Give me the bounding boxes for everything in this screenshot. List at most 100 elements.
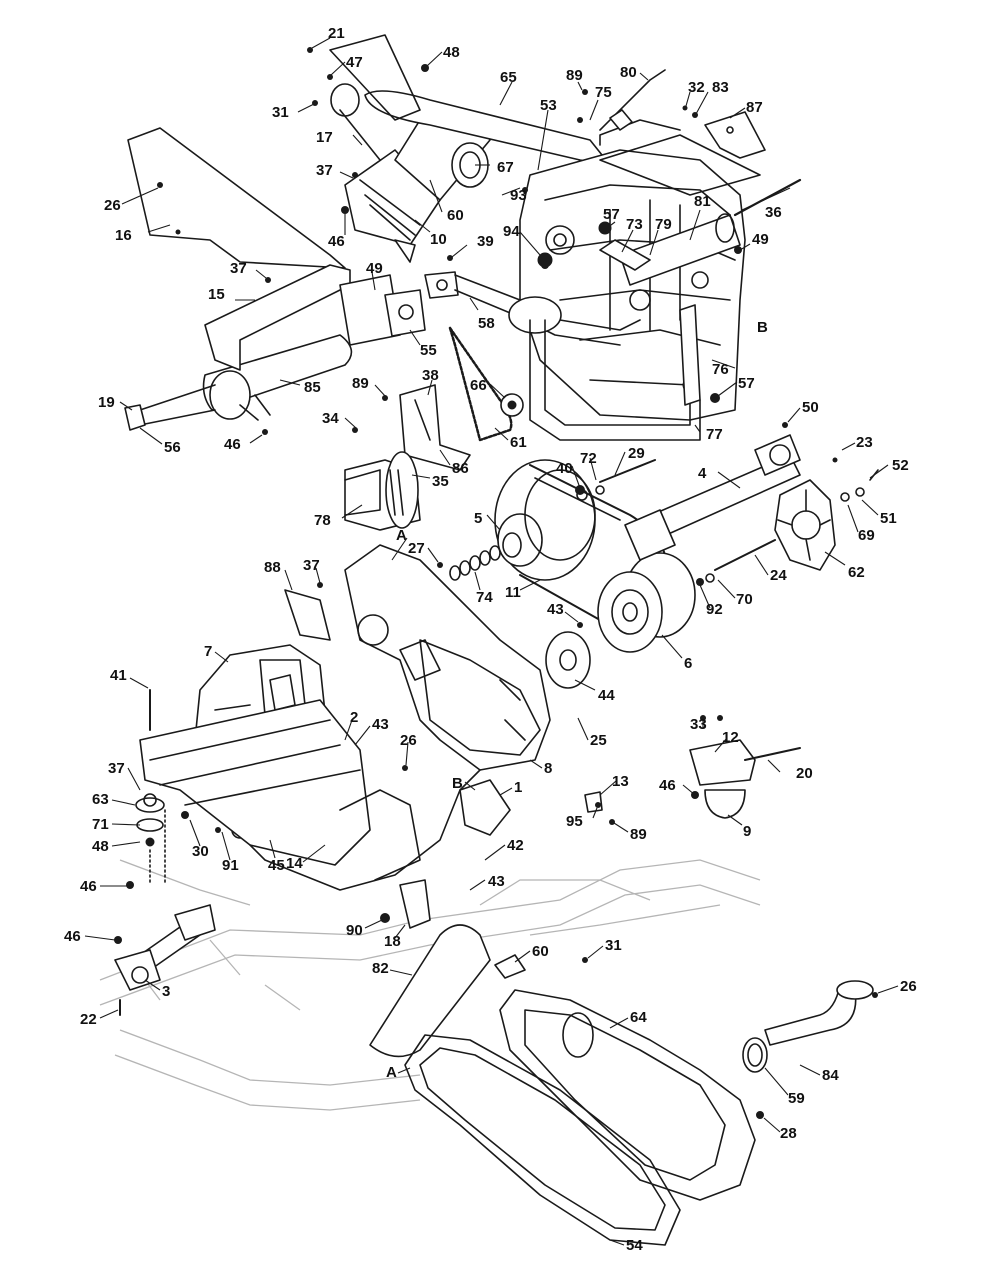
primary-clutch: [494, 459, 596, 581]
callout: 13: [612, 773, 629, 790]
callout: 51: [880, 510, 897, 527]
callout: 21: [328, 25, 345, 42]
heat-shield-panel: [127, 127, 346, 269]
small-bracket: [284, 589, 331, 641]
callout: 54: [626, 1237, 643, 1254]
callout: 1: [514, 779, 522, 796]
callout: 22: [80, 1011, 97, 1028]
callout: 10: [430, 231, 447, 248]
leader-lines: [84, 37, 899, 1246]
callout: 78: [314, 512, 331, 529]
callout: 75: [595, 84, 612, 101]
callout: 37: [230, 260, 247, 277]
callout: 35: [432, 473, 449, 490]
callout: 56: [164, 439, 181, 456]
callout: 19: [98, 394, 115, 411]
callout: 49: [366, 260, 383, 277]
callout: 73: [626, 216, 643, 233]
exhaust-flange: [339, 271, 459, 346]
callout: 72: [580, 450, 597, 467]
callout: 8: [544, 760, 552, 777]
callout: 86: [452, 460, 469, 477]
callout: 23: [856, 434, 873, 451]
callout: 12: [722, 729, 739, 746]
callout: 20: [796, 765, 813, 782]
callout: 83: [712, 79, 729, 96]
callout: 93: [510, 187, 527, 204]
callout: 38: [422, 367, 439, 384]
callout: 47: [346, 54, 363, 71]
outlet-duct: [764, 980, 874, 1046]
callout: 85: [304, 379, 321, 396]
callout: 52: [892, 457, 909, 474]
clutch-spacer-plate: [545, 631, 591, 689]
callout: 48: [92, 838, 109, 855]
callout: 59: [788, 1090, 805, 1107]
callout: 15: [208, 286, 225, 303]
callout: 11: [505, 584, 521, 601]
callout: 62: [848, 564, 865, 581]
callout: 17: [316, 129, 333, 146]
callout: 55: [420, 342, 437, 359]
hose-clamp: [742, 1037, 768, 1073]
callout: B: [757, 319, 768, 336]
callout: 69: [858, 527, 875, 544]
callout: 37: [108, 760, 125, 777]
callout: 53: [540, 97, 557, 114]
exhaust-pipe: [454, 274, 701, 441]
callout: 94: [503, 223, 520, 240]
cooling-fan: [774, 479, 836, 571]
callout: 9: [743, 823, 751, 840]
callout: 28: [780, 1125, 797, 1142]
callout: 49: [752, 231, 769, 248]
callout: 92: [706, 601, 723, 618]
callout: 77: [706, 426, 723, 443]
callout: 89: [630, 826, 647, 843]
callout: 57: [603, 206, 620, 223]
rear-propshaft: [114, 904, 216, 1016]
callout: 60: [532, 943, 549, 960]
muffler: [124, 264, 353, 431]
callout: 18: [384, 933, 401, 950]
callout: 37: [316, 162, 333, 179]
callout: 61: [510, 434, 527, 451]
bracket-18: [399, 879, 431, 929]
callout: 95: [566, 813, 583, 830]
callout: 43: [547, 601, 564, 618]
inner-clutch-cover: [344, 544, 551, 771]
callout: 25: [590, 732, 607, 749]
outer-clutch-cover: [499, 989, 756, 1201]
callout: 5: [474, 510, 482, 527]
callout: 58: [478, 315, 495, 332]
callout: 63: [92, 791, 109, 808]
callout: 27: [408, 540, 425, 557]
callout: A: [386, 1064, 397, 1081]
secondary-clutch: [597, 552, 696, 653]
callout: 26: [400, 732, 417, 749]
callout: 42: [507, 837, 524, 854]
callout: 26: [900, 978, 917, 995]
washer-stack: [449, 545, 501, 581]
callout: 4: [698, 465, 707, 482]
callout: 36: [765, 204, 782, 221]
callout: 14: [286, 855, 303, 872]
callout: 43: [372, 716, 389, 733]
callout: 90: [346, 922, 363, 939]
callout: 65: [500, 69, 517, 86]
callout: 76: [712, 361, 729, 378]
callout: 80: [620, 64, 637, 81]
callout: 29: [628, 445, 645, 462]
callout: 79: [655, 216, 672, 233]
alternator: [344, 451, 421, 531]
clutch-cover-gasket: [404, 1034, 681, 1246]
callout: 46: [80, 878, 97, 895]
callout: 74: [476, 589, 493, 606]
callout: 26: [104, 197, 121, 214]
callout: 6: [684, 655, 692, 672]
callout: 33: [690, 716, 707, 733]
fan-hardware: [840, 469, 879, 502]
callout: 41: [110, 667, 127, 684]
callout: 24: [770, 567, 787, 584]
drive-shaft: [624, 434, 801, 561]
callout: 81: [694, 193, 711, 210]
